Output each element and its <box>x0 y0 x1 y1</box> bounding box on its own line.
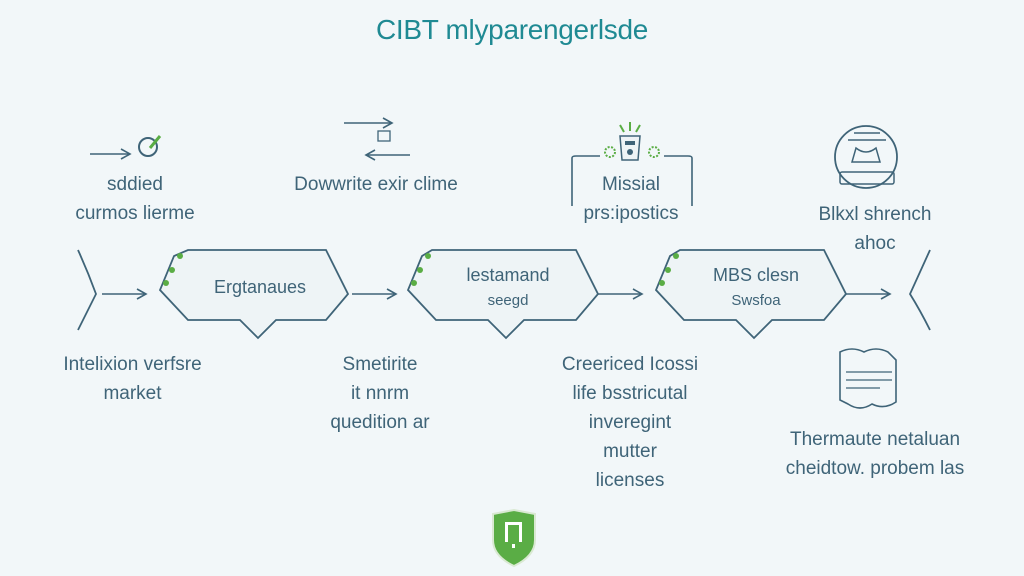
label-line: cheidtow. probem las <box>785 458 965 479</box>
process-step-1-shape <box>158 249 350 340</box>
label-line: quedition ar <box>330 412 430 433</box>
arrow-target-icon <box>90 135 162 160</box>
label-line: Thermaute netaluan <box>789 429 961 450</box>
label-line: sddied <box>107 174 163 195</box>
shield-logo-icon <box>492 508 536 568</box>
top-node-2-label: Dowwrite exir clime <box>276 170 476 199</box>
process-step-2-shape <box>406 249 600 340</box>
step-subtitle: seegd <box>487 292 529 309</box>
globe-monitor-icon <box>834 125 898 189</box>
label-line: inveregint <box>588 412 672 433</box>
label-line: Dowwrite exir clime <box>294 174 458 195</box>
label-line: ahoc <box>854 233 896 254</box>
label-line: it nnrm <box>350 383 410 404</box>
left-bracket <box>77 249 97 331</box>
label-line: Creericed Icossi <box>561 354 699 375</box>
step-title: lestamand <box>466 265 550 285</box>
top-node-4-label: Blkxl shrench ahoc <box>795 200 955 258</box>
process-step-3[interactable]: MBS clesn Swsfoa <box>676 262 836 314</box>
process-step-1[interactable]: Ergtanaues <box>180 274 340 300</box>
label-line: Intelixion verfsre <box>63 354 202 375</box>
diagram-title: CIBT mlyparengerlsde <box>375 14 649 45</box>
right-bracket <box>908 249 931 331</box>
label-line: licenses <box>595 470 665 491</box>
document-cloud-icon <box>839 348 897 409</box>
top-node-1-label: sddied curmos lierme <box>60 170 210 228</box>
label-line: curmos lierme <box>75 203 195 224</box>
label-line: Missial <box>601 174 661 195</box>
step-title: Ergtanaues <box>213 277 307 297</box>
bottom-node-1-label: Intelixion verfsre market <box>40 350 225 408</box>
bottom-node-3-label: Creericed Icossi life bsstricutal invere… <box>540 350 720 495</box>
label-line: market <box>103 383 162 404</box>
swap-arrows-icon <box>344 117 410 161</box>
step-subtitle: Swsfoa <box>731 292 781 309</box>
top-node-3-label: Missial prs:ipostics <box>556 170 706 228</box>
process-step-2[interactable]: lestamand seegd <box>428 262 588 314</box>
bottom-node-4-label: Thermaute netaluan cheidtow. probem las <box>765 425 985 483</box>
label-line: prs:ipostics <box>583 203 679 224</box>
label-line: life bsstricutal <box>572 383 688 404</box>
bottom-node-2-label: Smetirite it nnrm quedition ar <box>300 350 460 437</box>
label-line: mutter <box>603 441 657 462</box>
step-title: MBS clesn <box>712 265 800 285</box>
process-step-3-shape <box>654 249 848 340</box>
label-line: Smetirite <box>342 354 418 375</box>
label-line: Blkxl shrench <box>818 204 932 225</box>
server-box-icon <box>571 122 693 206</box>
